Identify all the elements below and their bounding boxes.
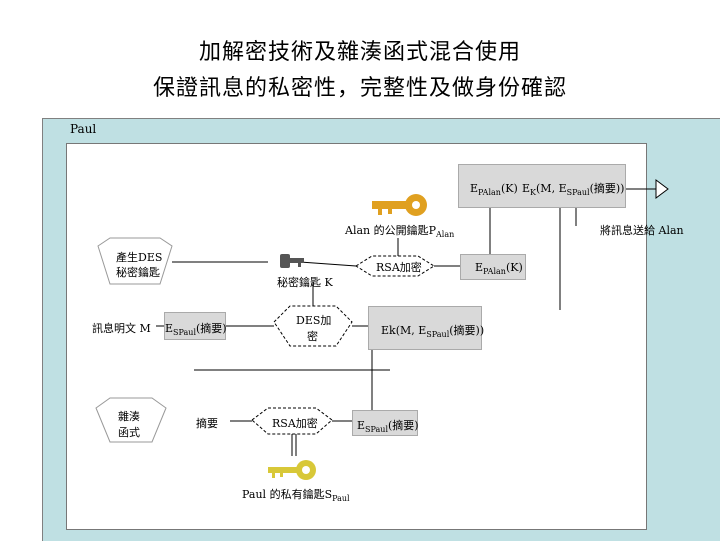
ek-mid-box: Ek(M, ESPaul(摘要)) [368,306,484,350]
gold-key-icon [372,194,427,216]
epalan-k-box: EPAlan(K) [460,254,526,280]
alan-public-key-label: Alan 的公開鑰匙PAlan [345,224,455,240]
gray-key-icon [280,254,304,268]
des-encrypt-label-1: DES加 [296,314,332,327]
rsa-encrypt-2-label: RSA加密 [272,417,318,430]
des-key-gen-label-1: 產生DES [116,251,163,264]
send-arrow-head [655,179,669,199]
espaul-digest-bot-box: ESPaul(摘要) [352,410,419,436]
paul-private-key-label: Paul 的私有鑰匙SPaul [242,488,350,504]
send-to-alan-label: 將訊息送給 Alan [600,224,684,237]
digest-label: 摘要 [196,417,218,430]
yellow-key-icon [268,460,316,480]
title-line-2: 保證訊息的私密性，完整性及做身份確認 [152,76,567,101]
hash-func-label-2: 函式 [118,426,140,439]
des-key-gen-label-2: 秘密鑰匙 [116,266,160,279]
des-encrypt-shape [273,305,353,347]
hash-func-shape [95,397,167,443]
title-line-1: 加解密技術及雜湊函式混合使用 [198,40,521,65]
espaul-digest-mid-box: ESPaul(摘要) [164,312,227,340]
des-key-gen-shape [97,237,173,285]
session-key-label: 秘密鑰匙 K [277,276,333,289]
ek-top-label: EK(M, ESPaul(摘要)) [522,182,625,198]
paul-frame-label: Paul [70,122,97,136]
message-label: 訊息明文 M [92,322,151,335]
rsa-encrypt-2-shape [251,407,333,435]
hash-func-label-1: 雜湊 [118,410,140,423]
epalan-k-top-label: EPAlan(K) [470,182,518,198]
des-encrypt-label-2: 密 [307,330,318,343]
top-result-box [458,164,626,208]
rsa-encrypt-1-label: RSA加密 [376,261,422,274]
